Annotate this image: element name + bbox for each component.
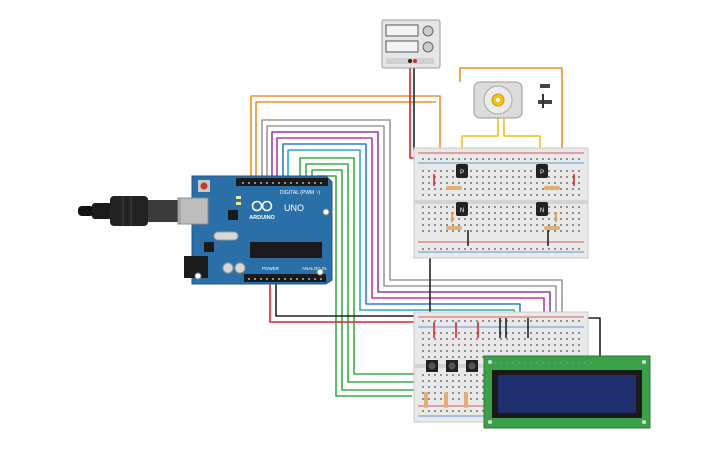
slide-switch-icon[interactable] [538,84,552,108]
breadboard-top[interactable] [413,147,589,259]
wire-purple[interactable] [271,131,551,328]
wire-orange-2[interactable] [255,101,436,182]
resistors-bottom [424,392,468,408]
voltage-display [385,24,419,37]
current-knob[interactable] [422,41,434,53]
transistor-n-left-label: N [460,208,464,214]
resistor[interactable] [446,226,462,230]
transistor-p-right-label: P [540,170,544,176]
atmega-chip [250,242,322,258]
transistor-n-right[interactable]: N [536,202,548,216]
wire-grey-1[interactable] [261,119,563,328]
arduino-brand: ARDUINO [249,215,275,221]
resistor[interactable] [464,392,468,408]
analog-header-label: ANALOG IN [302,266,327,271]
usb-port [179,197,209,225]
resistor[interactable] [544,226,560,230]
barrel-jack-icon [184,256,208,278]
current-display [385,40,419,53]
resistor[interactable] [424,392,428,408]
wire-orange-3[interactable] [459,67,563,172]
led-indicator [236,196,241,199]
bottom-board-jumpers [433,318,529,338]
transistor-p-right[interactable]: P [536,164,548,178]
wire-grey-2[interactable] [266,125,557,328]
transistor-p-left[interactable]: P [456,164,468,178]
power-supply[interactable] [381,19,441,69]
wire-magenta[interactable] [276,137,545,328]
infinity-logo-icon [251,200,273,212]
wire-5v-red[interactable] [269,282,420,323]
resistor[interactable] [544,186,560,190]
lcd-16x2[interactable] [483,355,651,429]
arduino-uno-board[interactable]: DIGITAL (PWM ~) POWER ANALOG IN ARDUINO … [179,175,333,285]
resistor[interactable] [444,392,448,408]
crystal [213,231,239,241]
resistors-top [446,186,560,230]
capacitor [234,262,246,274]
resistor[interactable] [446,186,462,190]
transistor-p-left-label: P [460,170,464,176]
wires [250,65,601,397]
wire-green-2[interactable] [305,163,456,383]
arduino-model: UNO [284,203,304,213]
wire-supply-red[interactable] [409,65,428,159]
transistor-n-left[interactable]: N [456,202,468,216]
push-button-3[interactable] [466,360,478,372]
top-board-jumpers [433,174,575,246]
wire-blue[interactable] [282,143,521,328]
digital-header-label: DIGITAL (PWM ~) [280,190,320,196]
lcd-screen [498,375,636,413]
wire-gnd-black[interactable] [275,282,420,317]
power-header-label: POWER [262,266,280,271]
voltage-knob[interactable] [422,25,434,37]
dc-motor-icon[interactable] [473,81,523,119]
terminal-red [413,59,417,63]
wire-green-1[interactable] [299,157,436,375]
wire-supply-black[interactable] [413,65,430,151]
wire-green-3[interactable] [311,169,476,391]
terminal-black [408,59,412,63]
wire-orange-1[interactable] [250,95,441,182]
regulator [204,242,214,252]
capacitor [222,262,234,274]
usb-chip [228,210,238,220]
push-button-2[interactable] [446,360,458,372]
push-button-1[interactable] [426,360,438,372]
transistor-n-right-label: N [540,208,544,214]
led-indicator [236,202,241,205]
